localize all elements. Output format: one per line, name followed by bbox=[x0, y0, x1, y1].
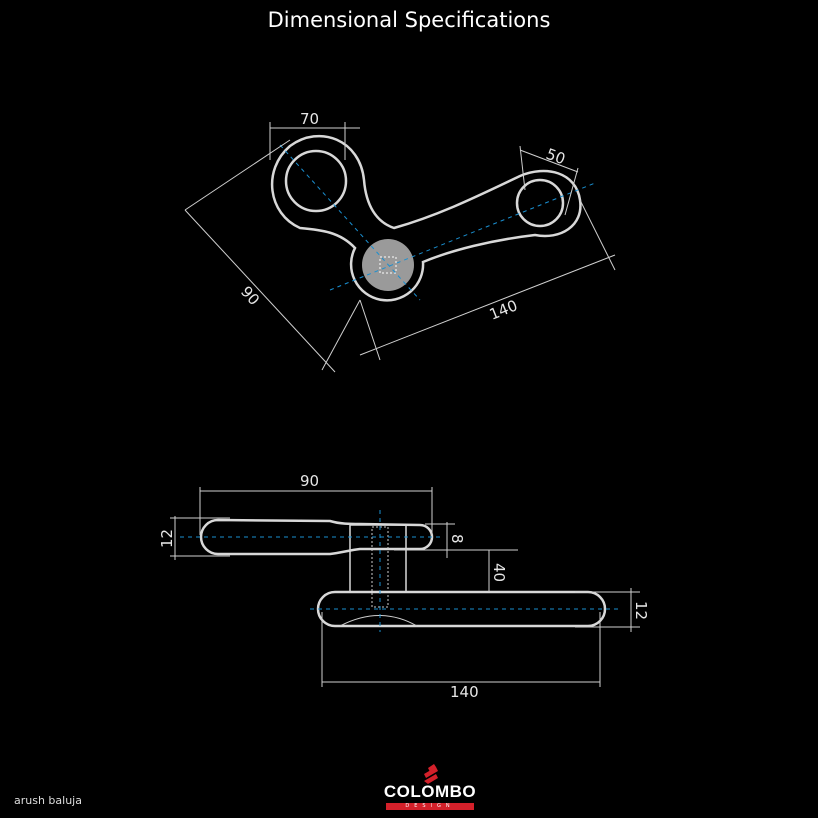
dim-lower-length: 140 bbox=[450, 683, 479, 701]
dim-upper-tip: 8 bbox=[448, 534, 466, 544]
logo-mark-icon bbox=[424, 764, 438, 784]
dim-upper-height: 12 bbox=[158, 529, 176, 548]
dim-width: 90 bbox=[237, 283, 263, 309]
credit-text: arush baluja bbox=[14, 794, 82, 807]
dim-lower-height: 12 bbox=[632, 601, 650, 620]
spindle-square bbox=[379, 256, 397, 274]
handle-outline bbox=[270, 134, 582, 302]
logo-sub: DESIGN bbox=[386, 803, 474, 810]
lower-lever bbox=[316, 590, 607, 628]
dim-ring-left: 70 bbox=[300, 110, 319, 128]
dim-ring-right: 50 bbox=[544, 145, 568, 168]
side-view: 90 12 8 40 12 140 bbox=[158, 472, 650, 701]
colombo-logo: COLOMBO DESIGN bbox=[382, 764, 478, 810]
page-title: Dimensional Specifications bbox=[267, 8, 551, 32]
upper-lever bbox=[199, 518, 434, 556]
dim-offset: 40 bbox=[490, 563, 508, 582]
left-ring bbox=[284, 149, 348, 213]
top-view: 70 50 90 140 bbox=[184, 110, 616, 373]
dim-length: 140 bbox=[487, 296, 520, 323]
neck bbox=[349, 524, 407, 593]
right-ring bbox=[515, 178, 565, 228]
dim-upper-length: 90 bbox=[300, 472, 319, 490]
logo-brand: COLOMBO bbox=[383, 782, 477, 801]
